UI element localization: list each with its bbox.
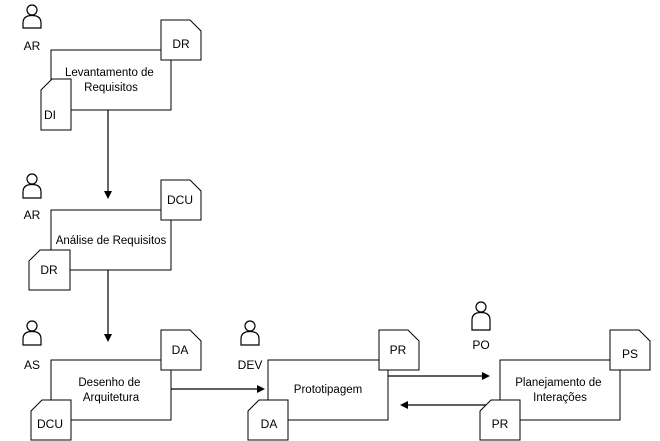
output-document-icon: DR	[160, 19, 202, 61]
input-document-icon: PR	[479, 399, 521, 441]
document-label: DI	[44, 108, 56, 122]
input-document-icon: DA	[247, 399, 289, 441]
input-document-icon: DR	[28, 249, 71, 291]
edge-levantamento-to-analise	[104, 110, 112, 199]
role-3: AS	[22, 320, 42, 372]
step-label: Análise de Requisitos	[56, 235, 167, 247]
person-icon	[471, 301, 491, 331]
role-label: AS	[24, 358, 40, 372]
input-document-icon: DI	[40, 78, 72, 131]
edge-desenho-to-prototipagem	[170, 385, 265, 393]
step-label: Levantamento de Requisitos	[65, 67, 157, 94]
document-label: DCU	[167, 193, 193, 207]
input-document-icon: DCU	[30, 399, 72, 441]
person-icon	[22, 320, 42, 346]
document-label: PR	[492, 417, 509, 431]
document-label: DR	[172, 37, 190, 51]
role-label: PO	[472, 338, 489, 352]
document-label: DR	[40, 263, 58, 277]
edge-analise-to-desenho	[104, 270, 112, 342]
step-box	[50, 209, 172, 271]
step-analise-de-requisitos[interactable]: Análise de Requisitos DCU DR	[28, 179, 202, 291]
person-icon	[22, 4, 42, 29]
step-planejamento-de-interacoes[interactable]: Planejamento de Interações PS PR	[479, 329, 651, 441]
document-label: DA	[172, 343, 189, 357]
edge-planejamento-to-prototipagem	[400, 401, 500, 409]
document-label: PR	[390, 343, 407, 357]
person-icon	[22, 173, 42, 199]
output-document-icon: DCU	[160, 179, 202, 221]
step-box	[50, 49, 172, 111]
role-1: AR	[22, 4, 42, 53]
step-label: Desenho de Arquitetura	[78, 377, 143, 404]
edges	[104, 110, 500, 409]
step-levantamento-de-requisitos[interactable]: Levantamento de Requisitos DR DI	[40, 19, 202, 131]
document-label: DCU	[37, 417, 63, 431]
document-label: PS	[622, 347, 638, 361]
document-label: DA	[261, 417, 278, 431]
step-label: Prototipagem	[294, 384, 362, 396]
role-label: AR	[24, 208, 41, 222]
step-label: Planejamento de Interações	[515, 377, 605, 404]
role-5: PO	[471, 301, 491, 352]
edge-prototipagem-to-planejamento	[388, 372, 490, 380]
role-2: AR	[22, 173, 42, 222]
role-4: DEV	[238, 320, 263, 372]
step-prototipagem[interactable]: Prototipagem PR DA	[247, 329, 420, 441]
output-document-icon: PR	[378, 329, 420, 371]
output-document-icon: DA	[160, 329, 202, 371]
role-label: AR	[24, 39, 41, 53]
output-document-icon: PS	[609, 329, 651, 371]
person-icon	[240, 320, 260, 346]
role-label: DEV	[238, 358, 263, 372]
step-desenho-de-arquitetura[interactable]: Desenho de Arquitetura DA DCU	[30, 329, 202, 441]
